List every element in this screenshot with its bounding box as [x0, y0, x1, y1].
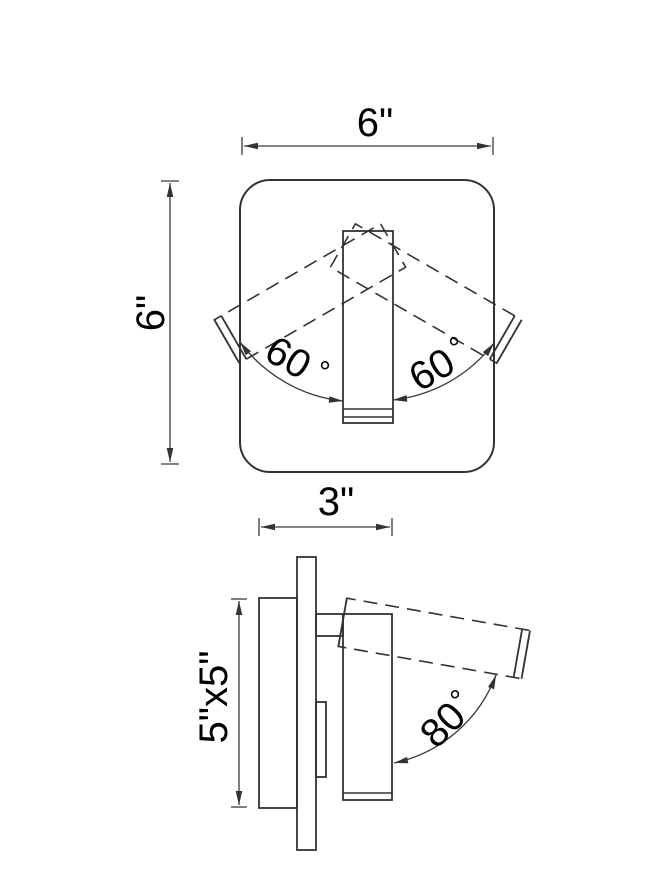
arm-rotated-right — [329, 222, 523, 365]
backbox-side — [258, 597, 298, 809]
face-dimension: 5"x5" — [192, 598, 247, 808]
tilt-angle-label: 80 — [412, 694, 475, 757]
light-arm-body — [342, 613, 393, 801]
width-dimension-label: 6" — [357, 101, 393, 145]
side-view: 3" 5"x5" 80 — [192, 480, 531, 851]
arm-end-edge — [520, 630, 531, 679]
left-angle-label: 60 — [258, 328, 319, 388]
tilt-angle-arc — [393, 674, 497, 764]
height-dimension-label: 6" — [129, 295, 173, 331]
mounting-plate-front — [239, 179, 495, 473]
arm-outline-dashed — [337, 597, 531, 680]
width-dimension: 6" — [241, 101, 494, 155]
arm-end-edge — [495, 319, 523, 364]
light-arm-body — [342, 230, 394, 424]
front-view: 6" 6" — [129, 101, 523, 473]
tilt-degree-symbol: ° — [449, 685, 461, 718]
arm-end-edge — [213, 319, 241, 364]
right-degree-symbol: ° — [448, 332, 460, 365]
depth-dimension: 3" — [258, 480, 393, 536]
arm-connector — [315, 613, 344, 637]
mounting-bracket — [315, 701, 327, 778]
light-arm-side — [342, 613, 393, 801]
arm-rotated-tilt — [337, 597, 531, 680]
height-dimension: 6" — [129, 180, 179, 465]
light-arm-front — [342, 230, 394, 424]
depth-dimension-label: 3" — [318, 480, 354, 524]
arm-outline-dashed — [329, 222, 523, 365]
arm-end-band — [512, 628, 524, 678]
right-angle-arc — [392, 342, 495, 402]
left-angle-arc — [239, 341, 344, 403]
left-degree-symbol: ° — [319, 356, 331, 389]
wall-plate-side — [296, 556, 317, 851]
face-dimension-label: 5"x5" — [192, 651, 236, 744]
